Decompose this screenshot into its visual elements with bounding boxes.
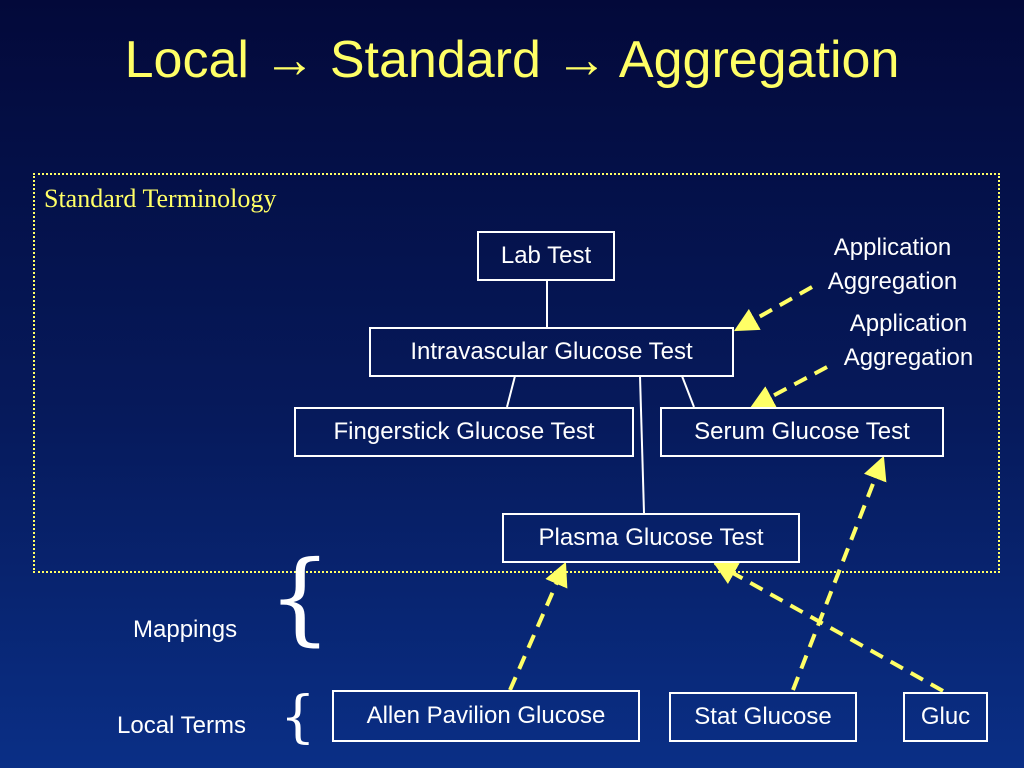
local-term-stat-glucose: Stat Glucose (669, 692, 857, 742)
arrow-allen-to-plasma (508, 561, 568, 691)
node-fingerstick-glucose-test: Fingerstick Glucose Test (294, 407, 634, 457)
mappings-brace: { (268, 539, 332, 656)
local-term-allen-pavilion-glucose: Allen Pavilion Glucose (332, 690, 640, 742)
edge-intravascular-plasma (639, 375, 645, 514)
app-agg-1-line1: Application (833, 234, 952, 261)
app-agg-2-line1: Application (849, 310, 968, 337)
standard-terminology-label: Standard Terminology (44, 184, 277, 213)
node-intravascular-glucose-test: Intravascular Glucose Test (369, 327, 734, 377)
local-terms-label: Local Terms (117, 712, 246, 739)
node-lab-test: Lab Test (477, 231, 615, 281)
page-title: Local → Standard → Aggregation (124, 31, 900, 89)
arrow-app-aggregation-1 (733, 285, 813, 332)
arrow-gluc-to-plasma (712, 561, 944, 693)
local-term-gluc: Gluc (903, 692, 988, 742)
app-agg-2-line2: Aggregation (843, 344, 974, 371)
arrow-stat-to-serum (791, 455, 887, 691)
application-aggregation-label-1: Application Aggregation (810, 231, 975, 299)
application-aggregation-label-2: Application Aggregation (826, 307, 991, 375)
standard-terminology-box (33, 173, 1000, 573)
node-plasma-glucose-test: Plasma Glucose Test (502, 513, 800, 563)
local-terms-brace: { (280, 685, 316, 750)
arrow-app-aggregation-2 (749, 365, 828, 409)
app-agg-1-line2: Aggregation (827, 268, 958, 295)
mappings-label: Mappings (133, 616, 238, 643)
edge-intravascular-fingerstick (506, 375, 516, 408)
edge-intravascular-serum (681, 375, 695, 408)
node-serum-glucose-test: Serum Glucose Test (660, 407, 944, 457)
